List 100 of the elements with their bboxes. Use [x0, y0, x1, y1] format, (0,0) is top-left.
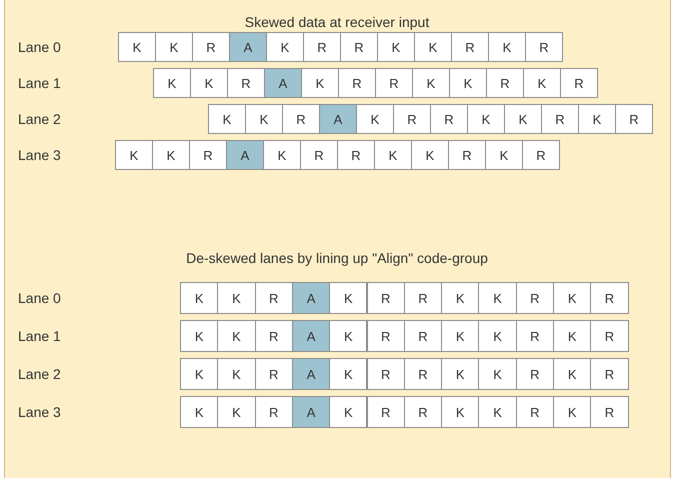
lane-label: Lane 1	[18, 328, 61, 344]
code-group-cell: R	[189, 140, 227, 170]
code-group-cell: R	[590, 358, 629, 390]
code-group-cell: K	[478, 396, 517, 428]
code-group-cell: A	[264, 68, 302, 98]
code-group-cell: R	[516, 320, 554, 352]
code-group-cell: K	[523, 68, 561, 98]
code-group-cell: K	[553, 396, 592, 428]
code-group-cell: K	[190, 68, 228, 98]
code-group-cell: K	[449, 68, 487, 98]
code-group-cell: K	[553, 282, 592, 314]
code-group-cell: K	[485, 140, 523, 170]
code-group-cell: K	[411, 140, 449, 170]
code-group-cell: K	[329, 396, 368, 428]
code-group-cell: K	[441, 396, 480, 428]
code-group-cell: R	[282, 104, 320, 134]
code-group-cell: R	[516, 358, 554, 390]
code-group-cell: K	[478, 282, 517, 314]
code-group-cell: K	[504, 104, 542, 134]
code-group-cell: K	[478, 358, 517, 390]
code-group-cell: K	[118, 32, 156, 62]
code-group-cell: R	[560, 68, 598, 98]
code-group-cell: K	[263, 140, 301, 170]
code-group-cell: R	[404, 320, 442, 352]
code-group-cell: K	[377, 32, 415, 62]
code-group-cell: R	[516, 282, 554, 314]
code-group-cell: K	[217, 320, 256, 352]
code-group-cell: R	[615, 104, 653, 134]
code-group-cell: R	[366, 396, 405, 428]
code-group-cell: R	[340, 32, 378, 62]
code-group-cell: A	[292, 320, 330, 352]
code-group-cell: R	[525, 32, 563, 62]
code-group-cell: R	[522, 140, 560, 170]
code-group-cell: K	[217, 358, 256, 390]
code-group-cell: A	[319, 104, 357, 134]
code-group-cell: R	[590, 282, 629, 314]
code-group-cell: R	[404, 358, 442, 390]
code-group-cell: K	[152, 140, 190, 170]
lane-label: Lane 2	[18, 111, 61, 127]
code-group-cell: R	[375, 68, 413, 98]
code-group-cell: R	[338, 68, 376, 98]
code-group-cell: R	[366, 282, 405, 314]
code-group-cell: R	[366, 320, 405, 352]
code-group-cell: R	[448, 140, 486, 170]
code-group-cell: R	[337, 140, 375, 170]
code-group-cell: K	[441, 282, 480, 314]
lane-label: Lane 0	[18, 39, 61, 55]
code-group-cell: R	[303, 32, 341, 62]
code-group-cell: R	[590, 396, 629, 428]
code-group-cell: R	[192, 32, 230, 62]
lane-label: Lane 3	[18, 404, 61, 420]
code-group-cell: R	[541, 104, 579, 134]
section-heading: Skewed data at receiver input	[244, 14, 430, 30]
code-group-cell: R	[404, 282, 442, 314]
code-group-cell: K	[180, 320, 218, 352]
lane-label: Lane 0	[18, 290, 61, 306]
code-group-cell: K	[441, 358, 480, 390]
code-group-cell: R	[300, 140, 338, 170]
code-group-cell: K	[553, 358, 592, 390]
lane-label: Lane 2	[18, 366, 61, 382]
code-group-cell: K	[245, 104, 283, 134]
code-group-cell: K	[441, 320, 480, 352]
code-group-cell: K	[374, 140, 412, 170]
code-group-cell: K	[153, 68, 191, 98]
section-heading: De-skewed lanes by lining up "Align" code-group	[186, 250, 488, 266]
code-group-cell: R	[451, 32, 489, 62]
code-group-cell: K	[414, 32, 452, 62]
code-group-cell: R	[254, 396, 293, 428]
code-group-cell: K	[301, 68, 339, 98]
code-group-cell: A	[292, 358, 330, 390]
code-group-cell: K	[208, 104, 246, 134]
code-group-cell: K	[329, 320, 368, 352]
code-group-cell: R	[516, 396, 554, 428]
code-group-cell: R	[254, 320, 293, 352]
code-group-cell: R	[254, 358, 293, 390]
code-group-cell: K	[180, 396, 218, 428]
code-group-cell: K	[217, 282, 256, 314]
code-group-cell: K	[578, 104, 616, 134]
code-group-cell: K	[412, 68, 450, 98]
code-group-cell: K	[266, 32, 304, 62]
code-group-cell: R	[486, 68, 524, 98]
code-group-cell: K	[356, 104, 394, 134]
code-group-cell: K	[217, 396, 256, 428]
code-group-cell: K	[329, 358, 368, 390]
code-group-cell: K	[478, 320, 517, 352]
code-group-cell: K	[155, 32, 193, 62]
code-group-cell: A	[292, 396, 330, 428]
code-group-cell: K	[329, 282, 368, 314]
code-group-cell: K	[115, 140, 153, 170]
code-group-cell: K	[180, 282, 218, 314]
code-group-cell: R	[590, 320, 629, 352]
code-group-cell: A	[229, 32, 267, 62]
code-group-cell: A	[226, 140, 264, 170]
code-group-cell: R	[393, 104, 431, 134]
code-group-cell: K	[553, 320, 592, 352]
code-group-cell: K	[180, 358, 218, 390]
code-group-cell: R	[430, 104, 468, 134]
code-group-cell: R	[366, 358, 405, 390]
code-group-cell: K	[467, 104, 505, 134]
code-group-cell: K	[488, 32, 526, 62]
